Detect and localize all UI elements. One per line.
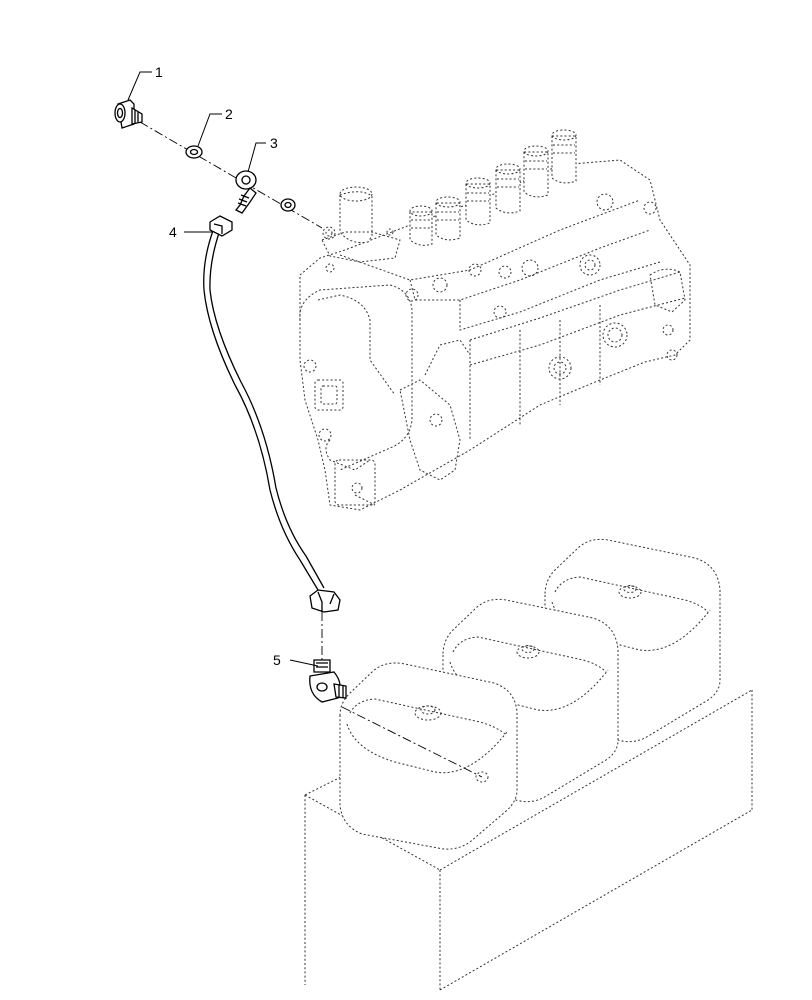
filter-housing-front	[339, 662, 518, 850]
assembly-centerline-top	[139, 121, 323, 229]
delivery-valve-outlets	[409, 129, 577, 246]
callout-5: 5	[273, 652, 281, 668]
callout-3: 3	[270, 135, 278, 151]
elbow-fitting	[309, 659, 347, 703]
leader-3	[247, 142, 266, 173]
callout-4: 4	[169, 224, 177, 240]
callout-2: 2	[225, 106, 233, 122]
leader-1	[127, 71, 152, 101]
leader-5	[289, 659, 319, 667]
leader-2	[197, 113, 222, 147]
injection-pump	[299, 129, 691, 511]
sealing-washer-upper	[185, 145, 203, 159]
sealing-washer-lower	[280, 198, 296, 212]
banjo-fitting	[234, 170, 257, 214]
callout-1: 1	[155, 64, 163, 80]
fuel-line	[203, 215, 341, 613]
banjo-bolt	[114, 99, 143, 129]
